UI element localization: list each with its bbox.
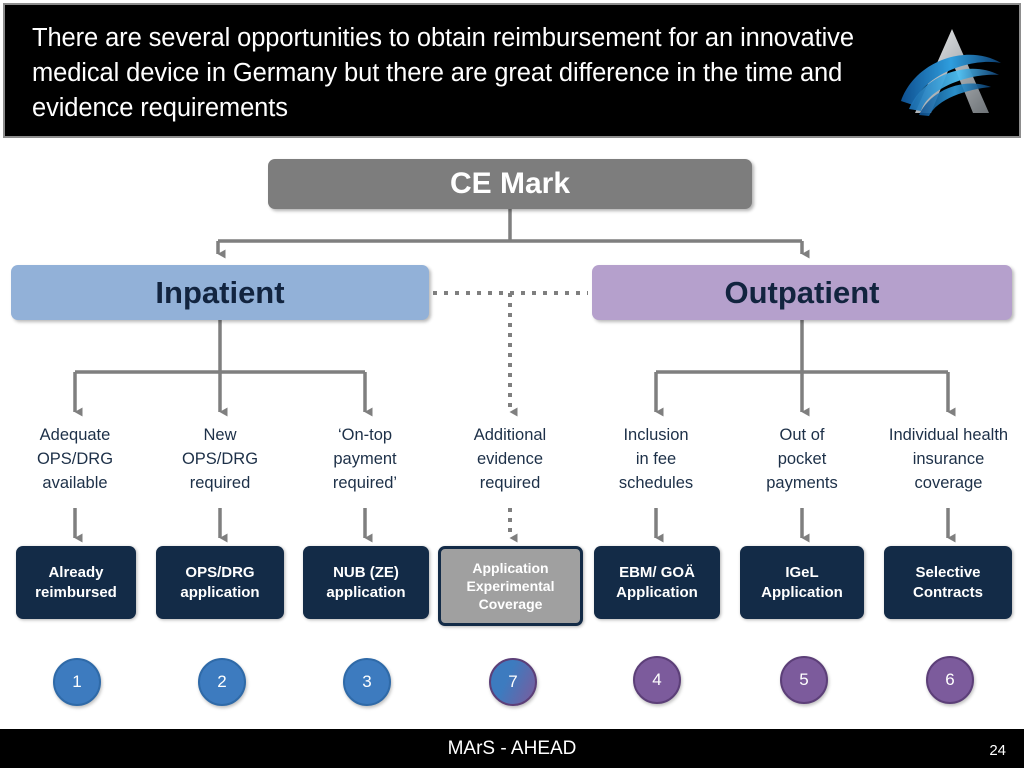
node-outpatient[interactable]: Outpatient [592,265,1012,320]
marker-4[interactable]: 4 [633,656,681,704]
marker-2[interactable]: 2 [198,658,246,706]
diagram-canvas: CE Mark Inpatient Outpatient Adequate OP… [0,140,1024,725]
leaf-selective-contracts[interactable]: Selective Contracts [884,546,1012,619]
footer-title: MArS - AHEAD [447,738,577,759]
caption-adequate-ops-drg: Adequate OPS/DRG available [36,426,114,492]
caption-out-of-pocket: Out of pocket payments [766,426,838,492]
marker-1[interactable]: 1 [53,658,101,706]
leaf-ebm-goa-application[interactable]: EBM/ GOÄ Application [594,546,720,619]
node-ce-mark[interactable]: CE Mark [268,159,752,209]
marker-5[interactable]: 5 [780,656,828,704]
leaf-already-reimbursed[interactable]: Already reimbursed [16,546,136,619]
leaf-ops-drg-application[interactable]: OPS/DRG application [156,546,284,619]
marker-3[interactable]: 3 [343,658,391,706]
page-title: There are several opportunities to obtai… [32,24,854,122]
caption-additional-evidence: Additional evidence required [473,426,547,492]
caption-on-top-payment: ‘On-top payment required’ [332,426,398,492]
marker-7[interactable]: 7 [489,658,537,706]
caption-individual-insurance: Individual health insurance coverage [888,426,1009,492]
page-number: 24 [989,742,1006,759]
node-ce-mark-label: CE Mark [449,167,571,200]
node-outpatient-label: Outpatient [724,274,880,310]
marker-6[interactable]: 6 [926,656,974,704]
leaf-nub-ze-application[interactable]: NUB (ZE) application [303,546,429,619]
caption-new-ops-drg: New OPS/DRG required [181,426,259,492]
caption-inclusion-fee: Inclusion in fee schedules [618,426,694,492]
leaf-application-experimental-coverage[interactable]: Application Experimental Coverage [438,546,583,626]
leaf-igel-application[interactable]: IGeL Application [740,546,864,619]
ahead-a-logo [901,29,1001,116]
node-inpatient[interactable]: Inpatient [11,265,429,320]
slide-footer: MArS - AHEAD 24 [0,729,1024,768]
slide-header: There are several opportunities to obtai… [3,3,1021,138]
node-inpatient-label: Inpatient [155,274,285,310]
